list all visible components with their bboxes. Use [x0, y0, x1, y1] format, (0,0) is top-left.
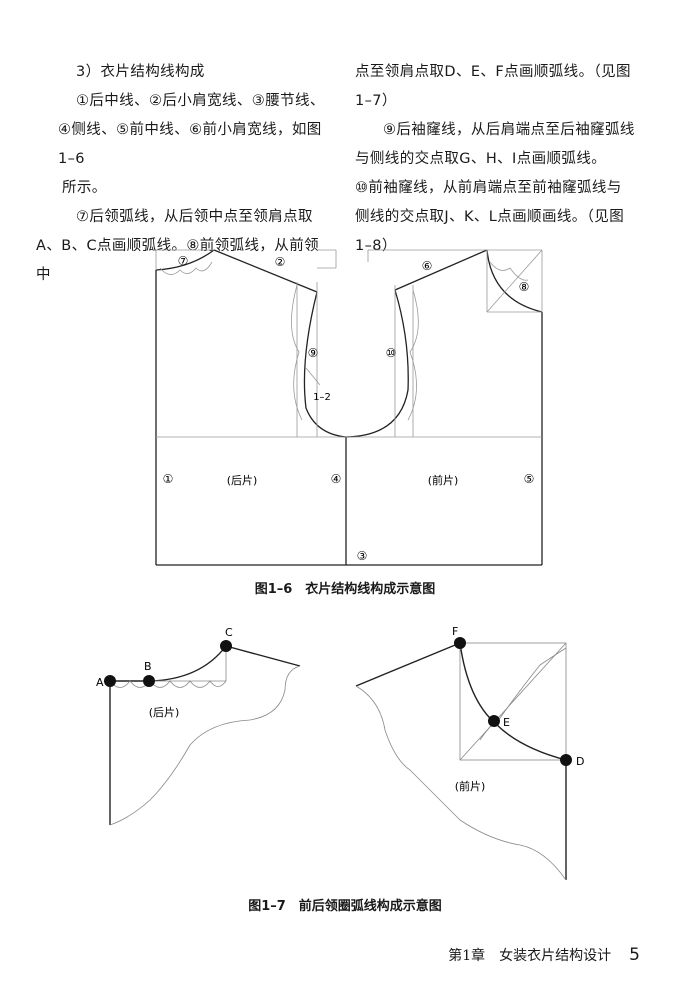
marker-5: ⑤	[524, 472, 535, 486]
paragraph-line: ⑩前袖窿线，从前肩端点至前袖窿弧线与	[355, 180, 622, 196]
paragraph-line: ⑨后袖窿线，从后肩端点至后袖窿弧线	[383, 122, 635, 138]
marker-1: ①	[163, 472, 174, 486]
label-back-piece: (后片)	[227, 474, 258, 487]
chapter-title: 第1章 女装衣片结构设计	[448, 948, 612, 964]
paragraph-line: 3）衣片结构线构成	[76, 64, 205, 80]
figure-1-7-caption: 图1–7 前后领圈弧线构成示意图	[248, 899, 442, 914]
marker-10: ⑩	[386, 346, 397, 360]
figure-1-6-caption: 图1–6 衣片结构线构成示意图	[254, 582, 436, 597]
paragraph-line: 与侧线的交点取G、H、I点画顺弧线。	[355, 151, 607, 167]
paragraph-line: 侧线的交点取J、K、L点画顺画线。（见图	[355, 209, 625, 225]
marker-9: ⑨	[308, 346, 319, 360]
annotation-1-2: 1–2	[313, 392, 331, 403]
marker-4: ④	[331, 472, 342, 486]
marker-2: ②	[275, 255, 286, 269]
marker-7: ⑦	[178, 254, 189, 268]
page-footer: 第1章 女装衣片结构设计 5	[448, 945, 640, 965]
paragraph-line: ①后中线、②后小肩宽线、③腰节线、	[76, 93, 325, 109]
left-text-column: 3）衣片结构线构成 ①后中线、②后小肩宽线、③腰节线、 ④侧线、⑤前中线、⑥前小…	[36, 58, 330, 290]
page-number: 5	[629, 945, 640, 965]
paragraph-line: 所示。	[62, 180, 107, 196]
right-text-column: 点至领肩点取D、E、F点画顺弧线。（见图1–7） ⑨后袖窿线，从后肩端点至后袖窿…	[355, 58, 647, 261]
marker-8: ⑧	[519, 280, 530, 294]
paragraph-line: ④侧线、⑤前中线、⑥前小肩宽线，如图1–6	[58, 122, 322, 167]
marker-3: ③	[357, 549, 368, 563]
paragraph-line: ⑦后领弧线，从后领中点至领肩点取	[76, 209, 313, 225]
paragraph-line: A、B、C点画顺弧线。⑧前领弧线，从前领中	[36, 238, 319, 283]
marker-6: ⑥	[422, 259, 433, 273]
label-front-piece: (前片)	[428, 473, 459, 487]
paragraph-line: 点至领肩点取D、E、F点画顺弧线。（见图1–7）	[355, 64, 631, 109]
